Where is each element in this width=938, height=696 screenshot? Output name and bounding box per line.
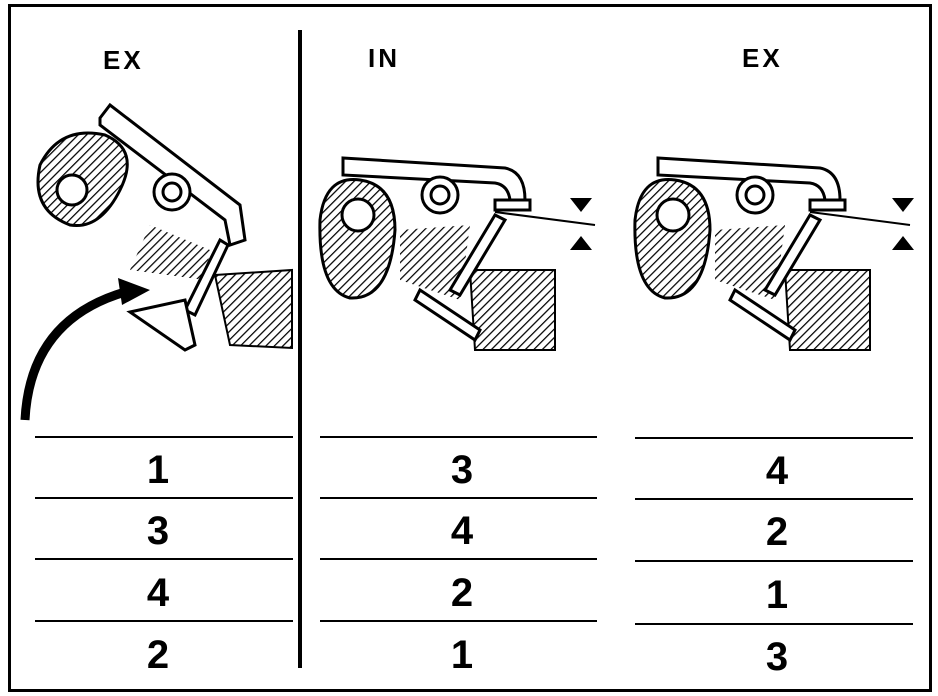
table-rule [635, 437, 913, 439]
table-rule [35, 620, 293, 622]
cylinder-number: 1 [765, 573, 789, 617]
table-rule [320, 436, 597, 438]
table-rule [320, 620, 597, 622]
clearance-marker [892, 198, 914, 212]
cylinder-number: 3 [450, 448, 474, 492]
cylinder-number: 4 [450, 509, 474, 553]
cylinder-number: 2 [450, 571, 474, 615]
table-rule [635, 560, 913, 562]
valve-stem [762, 213, 823, 297]
table-rule [320, 497, 597, 499]
cylinder-number: 3 [146, 509, 170, 553]
intake-valve-clearance-illustration [318, 156, 596, 351]
valve-stem [182, 237, 230, 318]
cylinder-number: 3 [765, 635, 789, 679]
camshaft-lobe [633, 178, 712, 300]
column-2-label: IN [368, 43, 400, 73]
column-divider [298, 30, 302, 668]
cylinder-number: 1 [146, 448, 170, 492]
cylinder-number: 4 [146, 571, 170, 615]
outer-frame [8, 4, 932, 692]
valve-stem [447, 213, 508, 297]
camshaft-lobe [318, 178, 397, 300]
exhaust-valve-clearance-illustration [633, 156, 914, 351]
exhaust-valve-rocking-illustration [20, 102, 293, 421]
cylinder-number: 4 [765, 449, 789, 493]
valve-head [126, 298, 197, 352]
valve-head [413, 287, 482, 343]
table-rule [635, 498, 913, 500]
rotation-arrow [20, 287, 127, 421]
cylinder-number: 2 [765, 510, 789, 554]
column-3-label: EX [742, 43, 783, 73]
cylinder-number: 1 [450, 633, 474, 677]
table-rule [35, 497, 293, 499]
valve-head [728, 287, 797, 343]
table-rule [35, 558, 293, 560]
table-rule [320, 558, 597, 560]
cylinder-number: 2 [146, 633, 170, 677]
clearance-marker [570, 198, 592, 212]
table-rule [35, 436, 293, 438]
table-rule [635, 623, 913, 625]
column-1-label: EX [103, 45, 144, 75]
